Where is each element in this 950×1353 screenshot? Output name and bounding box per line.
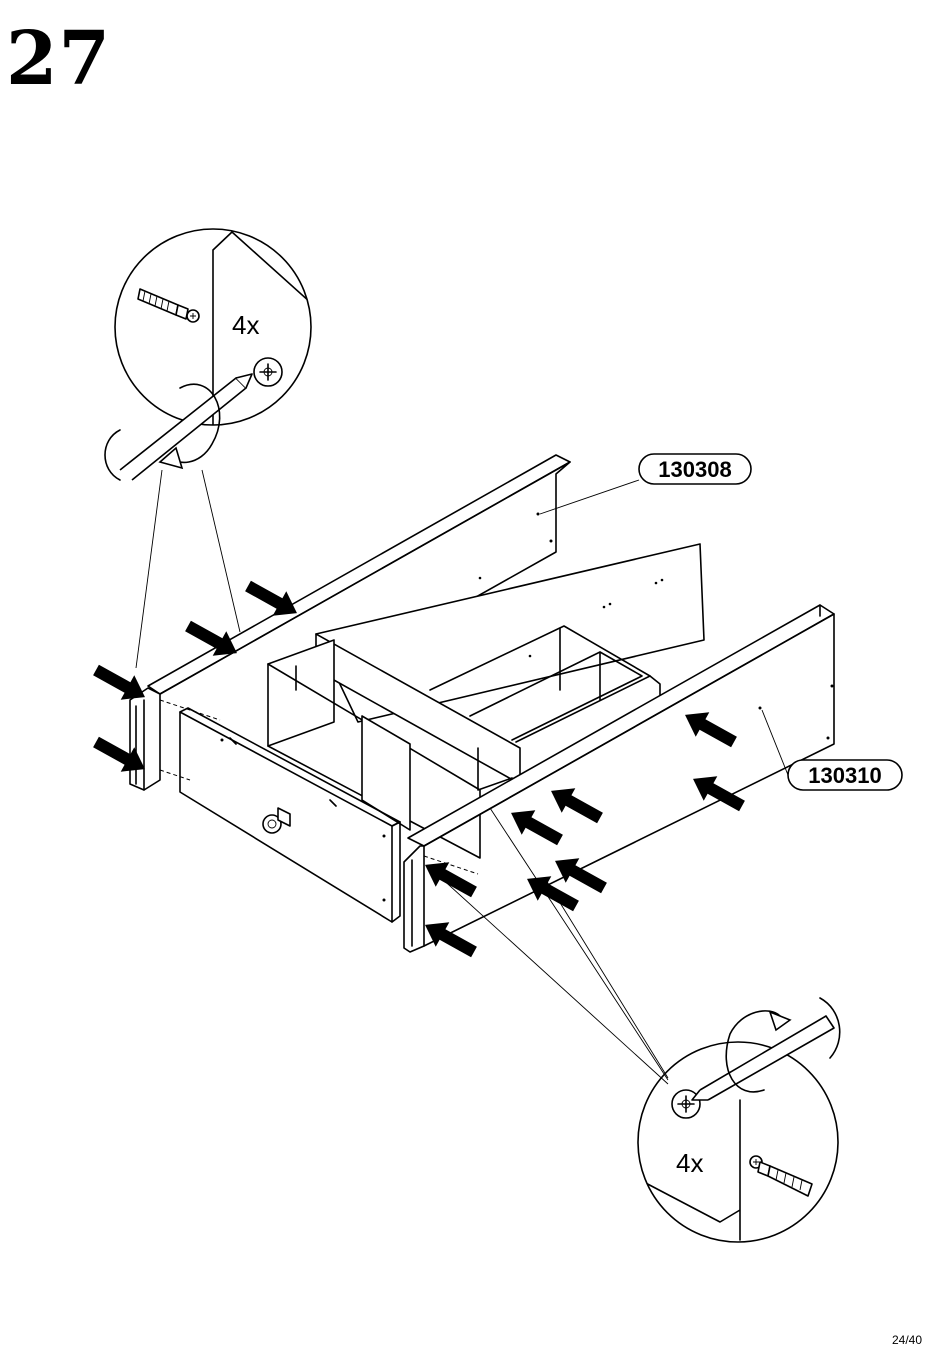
phillips-head-icon [254, 358, 282, 386]
arrow-icon [686, 767, 749, 819]
page-number: 24/40 [892, 1333, 922, 1347]
screw-icon [750, 1156, 812, 1196]
phillips-screwdriver-icon [692, 998, 840, 1100]
arrow-icon [418, 853, 481, 905]
screw-icon [138, 289, 199, 322]
detail-callout-bottom-right: 4x [428, 808, 840, 1242]
cabinet-assembly [130, 455, 834, 952]
arrow-icon [418, 913, 481, 965]
quantity-label: 4x [232, 310, 259, 340]
part-number: 130310 [808, 763, 881, 788]
part-number: 130308 [658, 457, 731, 482]
quantity-label: 4x [676, 1148, 703, 1178]
part-label-130308: 130308 [540, 454, 751, 514]
arrow-icon [544, 779, 607, 831]
part-label-130310: 130310 [762, 710, 902, 790]
arrow-icon [678, 703, 741, 755]
